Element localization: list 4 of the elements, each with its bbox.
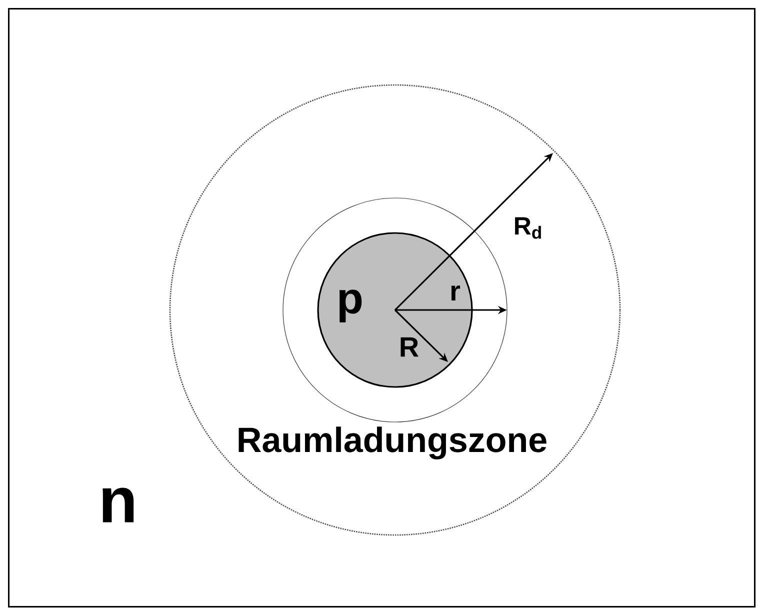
dimension-label: R [400, 337, 419, 357]
dimension-label: R$_{d}$ [515, 217, 541, 239]
dimension-label: r [451, 285, 460, 301]
ring-circle [282, 198, 508, 422]
